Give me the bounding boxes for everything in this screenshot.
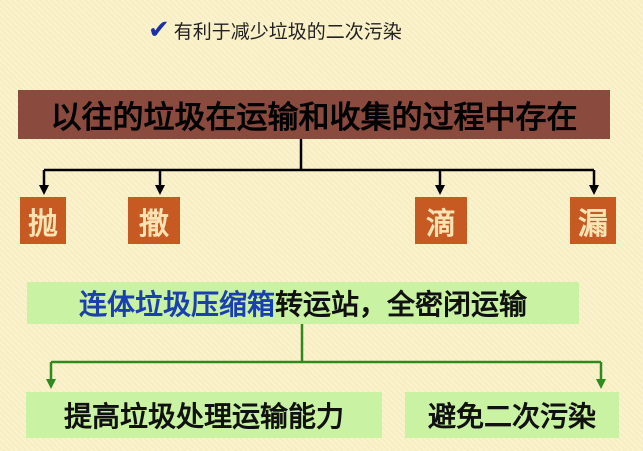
arrow-head-1 bbox=[39, 185, 49, 195]
title-row: ✔ 有利于减少垃圾的二次污染 bbox=[148, 14, 402, 46]
solution-rest-text: 转运站，全密闭运输 bbox=[275, 288, 528, 321]
item-label: 滴 bbox=[426, 206, 456, 242]
item-label: 撒 bbox=[139, 206, 169, 242]
solution-box: 连体垃圾压缩箱转运站，全密闭运输 bbox=[27, 282, 579, 324]
page-title: 有利于减少垃圾的二次污染 bbox=[173, 20, 402, 43]
arrow-head-4 bbox=[589, 185, 599, 195]
item-label: 抛 bbox=[28, 206, 58, 242]
top-connectors bbox=[39, 139, 599, 195]
outcome-box-pollution: 避免二次污染 bbox=[405, 392, 619, 438]
solution-highlight-text: 连体垃圾压缩箱 bbox=[78, 288, 275, 321]
item-box-pao: 抛 bbox=[20, 197, 66, 244]
item-label: 漏 bbox=[578, 206, 608, 242]
check-icon: ✔ bbox=[148, 15, 170, 45]
item-box-lou: 漏 bbox=[570, 197, 616, 244]
bottom-connectors bbox=[46, 324, 606, 389]
outcome-label: 提高垃圾处理运输能力 bbox=[63, 400, 344, 433]
outcome-label: 避免二次污染 bbox=[427, 400, 596, 433]
arrow-head-2 bbox=[155, 185, 165, 195]
main-statement-box: 以往的垃圾在运输和收集的过程中存在 bbox=[18, 90, 610, 139]
item-box-di: 滴 bbox=[415, 197, 467, 244]
item-box-sa: 撒 bbox=[128, 197, 180, 244]
green-arrow-head-left bbox=[46, 379, 56, 389]
arrow-head-3 bbox=[435, 185, 445, 195]
outcome-box-capacity: 提高垃圾处理运输能力 bbox=[26, 392, 382, 438]
green-arrow-head-right bbox=[596, 379, 606, 389]
main-statement-text: 以往的垃圾在运输和收集的过程中存在 bbox=[50, 100, 578, 136]
